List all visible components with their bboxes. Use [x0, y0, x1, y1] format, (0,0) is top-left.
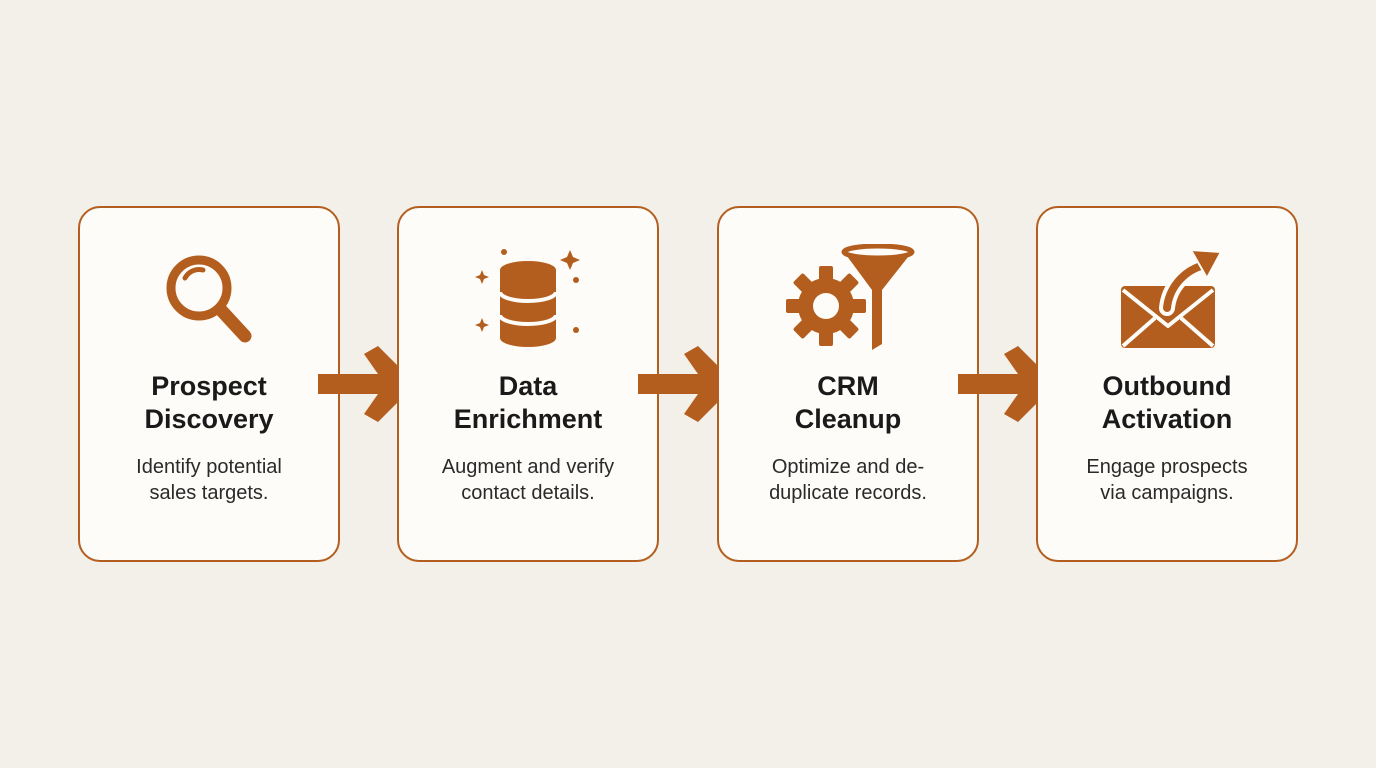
step-title: CRM Cleanup [729, 370, 967, 436]
step-description-line: Engage prospects [1086, 456, 1248, 478]
step-title-line: Cleanup [794, 404, 902, 434]
database-sparkle-icon [399, 244, 657, 356]
step-title-line: Prospect [151, 371, 267, 401]
step-description: Augment and verify contact details. [413, 454, 643, 506]
step-title: Outbound Activation [1048, 370, 1286, 436]
step-description-line: sales targets. [149, 482, 269, 504]
step-description-line: via campaigns. [1100, 482, 1234, 504]
gear-funnel-icon [719, 244, 977, 356]
arrow-right-icon [958, 346, 1056, 422]
step-title-line: Data [498, 371, 558, 401]
magnifying-glass-icon [80, 244, 338, 356]
step-description-line: Optimize and de- [771, 456, 925, 478]
envelope-send-icon [1038, 244, 1296, 356]
step-description-line: contact details. [461, 482, 595, 504]
step-title-line: CRM [817, 371, 879, 401]
step-title-line: Activation [1101, 404, 1233, 434]
step-description-line: duplicate records. [769, 482, 927, 504]
arrow-right-icon [318, 346, 416, 422]
step-description: Engage prospects via campaigns. [1052, 454, 1282, 506]
step-card-outbound-activation: Outbound Activation Engage prospects via… [1036, 206, 1298, 562]
step-title: Data Enrichment [409, 370, 647, 436]
step-description-line: Identify potential [136, 456, 282, 478]
step-description: Optimize and de- duplicate records. [733, 454, 963, 506]
step-description: Identify potential sales targets. [94, 454, 324, 506]
step-card-data-enrichment: Data Enrichment Augment and verify conta… [397, 206, 659, 562]
step-card-crm-cleanup: CRM Cleanup Optimize and de- duplicate r… [717, 206, 979, 562]
arrow-right-icon [638, 346, 736, 422]
step-title-line: Enrichment [453, 404, 603, 434]
step-title-line: Outbound [1102, 371, 1232, 401]
step-card-prospect-discovery: Prospect Discovery Identify potential sa… [78, 206, 340, 562]
step-title: Prospect Discovery [90, 370, 328, 436]
step-title-line: Discovery [144, 404, 274, 434]
step-description-line: Augment and verify [441, 456, 615, 478]
